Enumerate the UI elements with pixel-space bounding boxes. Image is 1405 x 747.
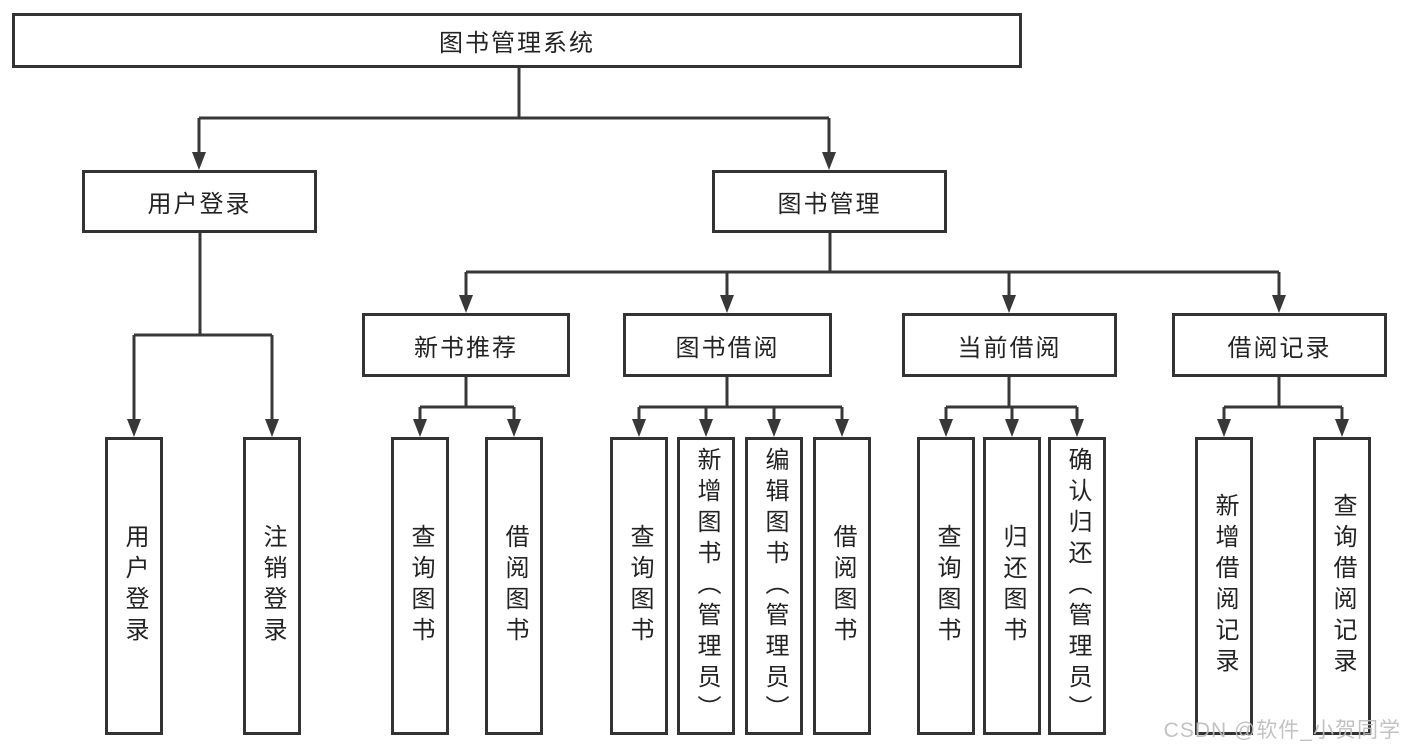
leaf-current-confirm-return-admin-label: 确认归还（管理员） (1064, 446, 1091, 726)
leaf-borrow-borrow-books: 借阅图书 (813, 437, 871, 735)
node-borrow-records: 借阅记录 (1172, 313, 1387, 377)
node-book-management-label: 图书管理 (777, 191, 882, 218)
connector-new-book-recommend-to-leaves (413, 377, 521, 437)
leaf-borrow-borrow-books-label: 借阅图书 (829, 524, 856, 648)
leaf-records-query-record: 查询借阅记录 (1313, 437, 1371, 735)
connector-current-borrow-to-leaves (939, 377, 1084, 437)
leaf-current-return-books-label: 归还图书 (999, 524, 1026, 648)
connector-root-to-level2 (192, 68, 836, 170)
node-book-borrow-label: 图书借阅 (675, 334, 780, 362)
node-user-login-label: 用户登录 (147, 191, 252, 218)
node-new-book-recommend-label: 新书推荐 (414, 334, 518, 362)
leaf-borrow-edit-books-admin: 编辑图书（管理员） (745, 437, 803, 735)
leaf-borrow-add-books-admin: 新增图书（管理员） (677, 437, 735, 735)
leaf-current-query-books-label: 查询图书 (933, 524, 960, 648)
connector-book-management-to-level3 (459, 233, 1286, 313)
leaf-recommend-borrow-books: 借阅图书 (485, 437, 543, 735)
node-book-borrow: 图书借阅 (623, 313, 832, 377)
leaf-records-add-record: 新增借阅记录 (1195, 437, 1253, 735)
leaf-recommend-query-books: 查询图书 (391, 437, 449, 735)
leaf-borrow-add-books-admin-label: 新增图书（管理员） (693, 446, 720, 726)
leaf-logout: 注销登录 (243, 437, 301, 735)
leaf-user-login: 用户登录 (105, 437, 163, 735)
connector-user-login-to-leaves (127, 233, 279, 437)
leaf-current-return-books: 归还图书 (983, 437, 1041, 735)
leaf-borrow-query-books: 查询图书 (610, 437, 668, 735)
leaf-user-login-label: 用户登录 (121, 524, 148, 648)
connector-borrow-records-to-leaves (1217, 377, 1349, 437)
node-borrow-records-label: 借阅记录 (1227, 334, 1332, 362)
node-new-book-recommend: 新书推荐 (362, 313, 570, 377)
node-library-management-system: 图书管理系统 (12, 13, 1022, 68)
leaf-logout-label: 注销登录 (259, 524, 286, 648)
node-user-login: 用户登录 (82, 170, 317, 233)
leaf-recommend-query-books-label: 查询图书 (407, 524, 434, 648)
node-current-borrow: 当前借阅 (902, 313, 1117, 377)
leaf-current-confirm-return-admin: 确认归还（管理员） (1048, 437, 1106, 735)
leaf-current-query-books: 查询图书 (917, 437, 975, 735)
leaf-records-query-record-label: 查询借阅记录 (1329, 493, 1356, 679)
leaf-records-add-record-label: 新增借阅记录 (1211, 493, 1238, 679)
node-current-borrow-label: 当前借阅 (957, 334, 1062, 362)
watermark: CSDN @软件_小贺同学 (1163, 719, 1401, 742)
node-library-management-system-label: 图书管理系统 (439, 30, 595, 57)
node-book-management: 图书管理 (712, 170, 947, 233)
leaf-recommend-borrow-books-label: 借阅图书 (501, 524, 528, 648)
connector-book-borrow-to-leaves (632, 377, 849, 437)
leaf-borrow-edit-books-admin-label: 编辑图书（管理员） (761, 446, 788, 726)
leaf-borrow-query-books-label: 查询图书 (626, 524, 653, 648)
